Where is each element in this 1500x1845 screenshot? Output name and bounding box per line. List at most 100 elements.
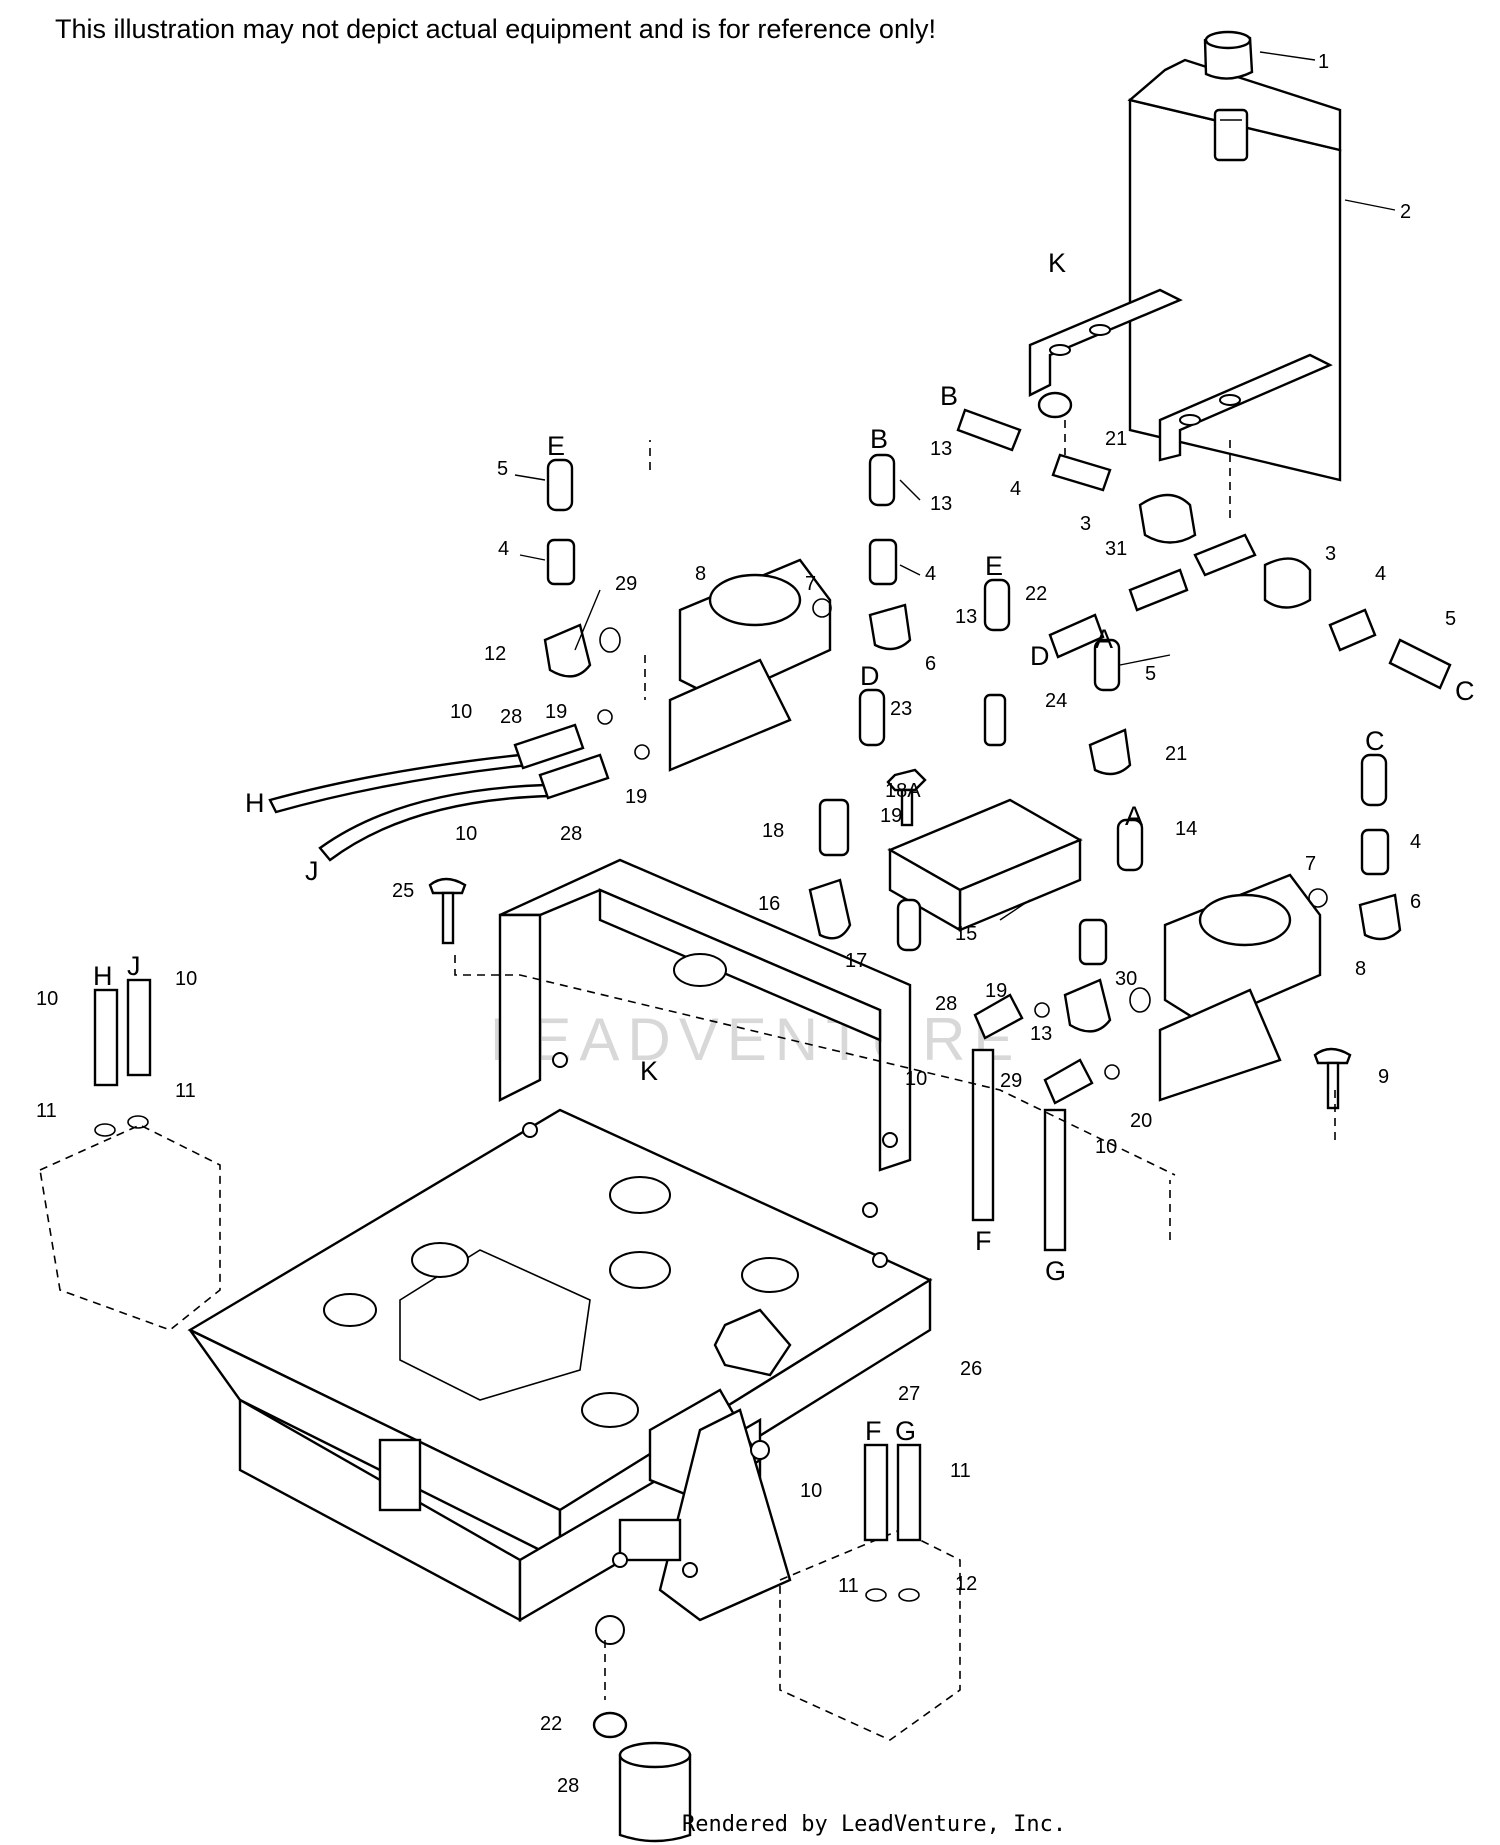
letter-a-1: A xyxy=(1125,801,1143,831)
callout-19b: 19 xyxy=(625,786,647,808)
callout-2: 2 xyxy=(1400,201,1411,223)
callout-4c: 4 xyxy=(1010,478,1021,500)
reservoir-cap xyxy=(1203,30,1254,80)
callout-1: 1 xyxy=(1318,51,1329,73)
callout-13c: 13 xyxy=(955,606,977,628)
letter-f-2: F xyxy=(865,1416,882,1446)
callout-4b: 4 xyxy=(925,563,936,585)
fitting-6-right xyxy=(1358,893,1402,941)
fitting-4-right xyxy=(1328,608,1377,652)
callout-26: 27 xyxy=(898,1383,920,1405)
nut-21-lower xyxy=(592,1711,628,1739)
o-ring-11-b xyxy=(127,1115,149,1129)
callout-11b: 11 xyxy=(175,1080,196,1102)
letter-k-1: K xyxy=(1048,248,1066,278)
letter-g-2: G xyxy=(895,1416,916,1446)
hose-g-end xyxy=(896,1443,922,1542)
callout-labels: 1 2 3 3 4 4 4 4 4 5 5 5 6 6 7 7 8 8 9 10… xyxy=(36,51,1456,1797)
hydraulic-pump-left xyxy=(39,1124,221,1331)
callout-13a: 13 xyxy=(930,438,952,460)
callout-5a: 5 xyxy=(497,458,508,480)
callout-13b: 13 xyxy=(930,493,952,515)
callout-4d: 4 xyxy=(1375,563,1386,585)
fitting-28-lower xyxy=(538,753,610,800)
control-valve-right xyxy=(1158,873,1322,1102)
fitting-3-elbow xyxy=(1138,493,1197,544)
letter-b-2: B xyxy=(870,424,888,454)
hydraulic-pump-right xyxy=(779,1529,961,1741)
letter-h-1: H xyxy=(245,788,265,818)
o-ring-11-d xyxy=(898,1588,920,1602)
tube-c xyxy=(1360,753,1388,807)
callout-18: 18A xyxy=(885,780,921,802)
fitting-28-upper xyxy=(513,723,585,770)
tube-b-13 xyxy=(868,453,896,507)
bolt-9 xyxy=(1313,1047,1352,1110)
o-ring-19-c xyxy=(1034,1002,1050,1018)
callout-10d: 10 xyxy=(1095,1136,1117,1158)
mounting-block xyxy=(887,798,1083,933)
callout-11c: 11 xyxy=(838,1575,859,1597)
o-ring-19-b xyxy=(634,744,650,760)
letter-e-2: E xyxy=(985,551,1003,581)
hose-f-end xyxy=(863,1443,889,1542)
disclaimer-text: This illustration may not depict actual … xyxy=(55,14,936,44)
o-ring-7-left xyxy=(812,598,832,618)
callout-27: 28 xyxy=(557,1775,579,1797)
letter-j-1: J xyxy=(305,856,319,886)
callout-12b: 13 xyxy=(1030,1023,1052,1045)
bolt-18 xyxy=(886,768,927,827)
fitting-31-tee xyxy=(1193,533,1257,577)
callout-10f: 10 xyxy=(175,968,197,990)
callout-10g: 10 xyxy=(800,1480,822,1502)
o-ring-11-c xyxy=(865,1588,887,1602)
callout-11a: 11 xyxy=(36,1100,57,1122)
letter-d-1: D xyxy=(860,661,880,691)
hose-j-end xyxy=(126,978,152,1077)
filter-27 xyxy=(618,1741,692,1843)
fitting-15 xyxy=(808,878,852,940)
callout-6a: 6 xyxy=(925,653,936,675)
callout-30: 31 xyxy=(1105,538,1127,560)
tube-e-13 xyxy=(983,578,1011,632)
callout-28b: 28 xyxy=(560,823,582,845)
tube-d-22 xyxy=(858,688,886,747)
letter-e-1: E xyxy=(547,431,565,461)
callout-8b: 8 xyxy=(1355,958,1366,980)
watermark-text: LEADVENTURE xyxy=(490,1006,1021,1073)
fitting-17 xyxy=(818,798,850,857)
fitting-4-c xyxy=(1360,828,1390,876)
o-ring-7-right xyxy=(1308,888,1328,908)
callout-12a: 12 xyxy=(484,643,506,665)
o-ring-19-d xyxy=(1104,1064,1120,1080)
callout-11d: 12 xyxy=(955,1573,977,1595)
callout-10h: 11 xyxy=(950,1460,971,1482)
callout-28c: 28 xyxy=(935,993,957,1015)
letter-g-1: G xyxy=(1045,1256,1066,1286)
callout-7a: 7 xyxy=(805,573,816,595)
callout-16: 17 xyxy=(845,950,867,972)
callout-17: 18 xyxy=(762,820,784,842)
render-credit: Rendered by LeadVenture, Inc. xyxy=(682,1812,1067,1837)
letter-b-1: B xyxy=(940,381,958,411)
letter-f-1: F xyxy=(975,1226,992,1256)
fitting-4-e xyxy=(546,538,576,586)
callout-10b: 10 xyxy=(455,823,477,845)
fitting-23 xyxy=(983,693,1007,747)
callout-10a: 10 xyxy=(450,701,472,723)
tube-e-5 xyxy=(546,458,574,512)
fitting-4-a xyxy=(1078,918,1108,966)
callout-6b: 6 xyxy=(1410,891,1421,913)
letter-k-2: K xyxy=(640,1056,658,1086)
reservoir-tank xyxy=(1028,58,1342,482)
fitting-20 xyxy=(1088,728,1132,776)
hose-g xyxy=(1043,1108,1067,1252)
o-ring-29-left xyxy=(599,627,621,653)
tube-c-5 xyxy=(1388,638,1452,690)
control-valve-left xyxy=(668,558,832,772)
callout-4e: 4 xyxy=(1410,831,1421,853)
callout-24: 25 xyxy=(392,880,414,902)
fitting-12-left xyxy=(543,623,592,678)
letter-a-2: A xyxy=(1095,624,1113,654)
tube-a-5 xyxy=(1093,638,1121,692)
